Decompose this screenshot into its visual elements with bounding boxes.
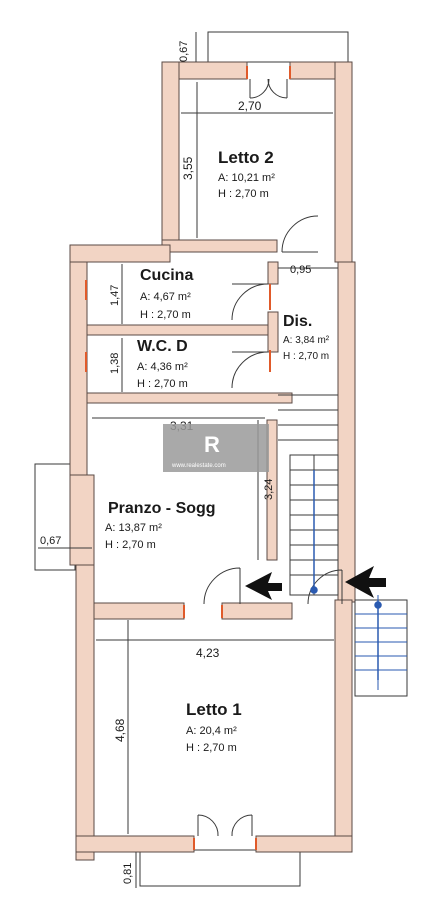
room-area: A: 10,21 m² xyxy=(218,172,275,184)
wall-main-left-step xyxy=(69,474,95,566)
wall-letto2-left xyxy=(161,61,180,248)
door-wc xyxy=(231,351,269,389)
logo-caption: www.realestate.com xyxy=(171,463,226,469)
room-dis: Dis. A: 3,84 m² H : 2,70 m xyxy=(283,313,330,362)
entrance-arrow-icon xyxy=(245,572,282,600)
staircase-exterior xyxy=(354,595,408,697)
room-height: H : 2,70 m xyxy=(186,742,237,754)
watermark-logo: R www.realestate.com xyxy=(163,424,269,472)
room-cucina: Cucina A: 4,67 m² H : 2,70 m xyxy=(140,267,193,321)
room-pranzo: Pranzo - Sogg A: 13,87 m² H : 2,70 m xyxy=(105,500,216,551)
dim-letto1-width: 4,23 xyxy=(196,646,220,660)
room-height: H : 2,70 m xyxy=(105,539,156,551)
door-letto2 xyxy=(281,215,319,253)
wall-wc-bottom xyxy=(86,392,293,404)
room-letto2: Letto 2 A: 10,21 m² H : 2,70 m xyxy=(218,148,275,200)
room-area: A: 3,84 m² xyxy=(283,335,330,346)
dim-letto2-width: 2,70 xyxy=(238,99,262,113)
room-name: Pranzo - Sogg xyxy=(108,500,216,517)
room-area: A: 4,67 m² xyxy=(140,291,191,303)
top-balcony xyxy=(207,31,349,63)
dim-bottom-balcony: 0,81 xyxy=(122,863,134,884)
door-swings xyxy=(197,78,343,837)
wall-letto1-right xyxy=(334,599,353,851)
stair-arrows xyxy=(310,470,382,680)
wall-main-left-upper xyxy=(69,244,88,481)
room-area: A: 4,36 m² xyxy=(137,361,188,373)
wall-pranzo-right xyxy=(266,419,278,561)
room-name: Cucina xyxy=(140,267,193,284)
door-cucina xyxy=(231,283,269,321)
bottom-balcony xyxy=(139,849,301,887)
wall-letto1-bottom-right xyxy=(255,835,353,853)
wall-main-left-lower xyxy=(75,559,95,861)
logo-mark: R xyxy=(204,432,220,457)
room-height: H : 2,70 m xyxy=(137,378,188,390)
wall-cucina-bottom xyxy=(86,324,278,336)
dim-wc-depth: 1,38 xyxy=(109,353,121,374)
wall-letto2-right xyxy=(334,61,353,263)
wall-pranzo-bottom-left xyxy=(93,602,185,620)
dimension-labels: 0,67 2,70 3,55 0,95 1,47 1,38 3,31 3,24 … xyxy=(40,41,311,884)
wall-cucina-right xyxy=(267,261,279,285)
walls xyxy=(69,61,356,861)
room-height: H : 2,70 m xyxy=(218,188,269,200)
room-name: Letto 1 xyxy=(186,700,242,719)
wall-main-right xyxy=(337,261,356,603)
entrance-arrow-icon xyxy=(345,566,386,598)
room-height: H : 2,70 m xyxy=(283,351,329,362)
dim-letto1-depth: 4,68 xyxy=(113,718,127,742)
door-pranzo xyxy=(203,567,241,605)
jamb-accents xyxy=(85,66,291,850)
room-area: A: 20,4 m² xyxy=(186,725,237,737)
dim-corridor: 0,95 xyxy=(290,264,311,276)
room-name: Dis. xyxy=(283,313,312,330)
door-letto1-balcony xyxy=(197,814,253,837)
room-letto1: Letto 1 A: 20,4 m² H : 2,70 m xyxy=(186,700,242,754)
wall-pranzo-bottom-right xyxy=(221,602,293,620)
room-name: Letto 2 xyxy=(218,148,274,167)
room-wcd: W.C. D A: 4,36 m² H : 2,70 m xyxy=(137,338,188,390)
room-height: H : 2,70 m xyxy=(140,309,191,321)
wall-top-left-cap xyxy=(69,244,171,263)
dim-pranzo-depth: 3,24 xyxy=(263,479,275,500)
door-entrance xyxy=(307,569,343,605)
wall-wc-right xyxy=(267,311,279,353)
wall-letto1-bottom-left xyxy=(75,835,195,853)
room-area: A: 13,87 m² xyxy=(105,522,162,534)
dim-side-balcony: 0,67 xyxy=(40,535,61,547)
door-letto2-balcony xyxy=(249,78,288,99)
dim-top-balcony: 0,67 xyxy=(178,41,190,62)
room-name: W.C. D xyxy=(137,338,188,355)
wall-letto2-bottom xyxy=(161,239,278,253)
side-balcony xyxy=(34,463,76,571)
staircase-upper-flight xyxy=(278,394,338,441)
dim-letto2-depth: 3,55 xyxy=(181,156,195,180)
dim-cucina-depth: 1,47 xyxy=(109,285,121,306)
